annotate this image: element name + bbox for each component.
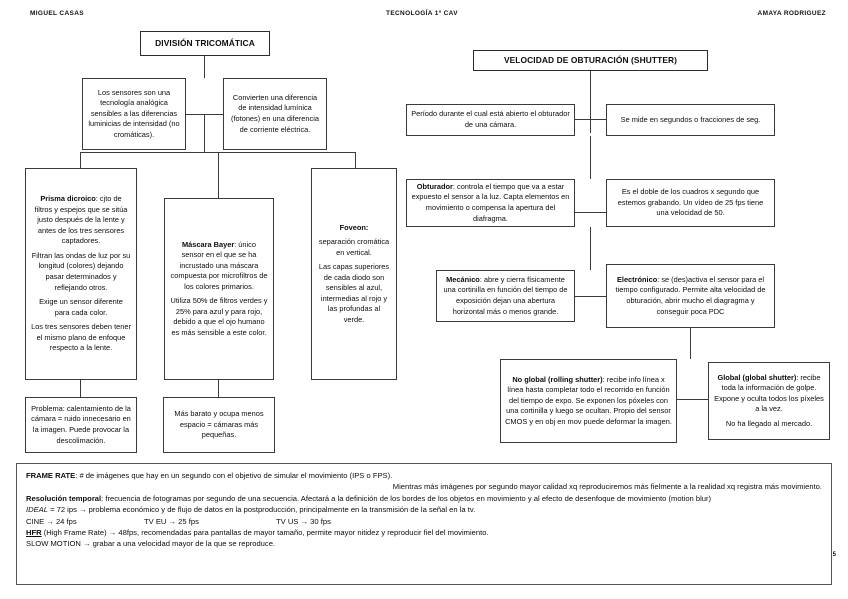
fr-line-4-text: = 72 ips → problema económico y de flujo… <box>47 505 476 515</box>
mecanico-label: Mecánico <box>446 274 480 284</box>
doble-cuadros-box: Es el doble de los cuadros x segundo que… <box>606 179 775 227</box>
connector-obturador-down <box>590 227 592 270</box>
bayer-text-1: : único sensor en el que se ha incrustad… <box>170 239 268 291</box>
left-intro-sensors-text: Los sensores son una tecnología analógic… <box>88 87 180 139</box>
fr-line-2: Mientras más imágenes por segundo mayor … <box>392 482 822 492</box>
connector-right-top-bridge <box>574 119 608 121</box>
foveon-para-3: Las capas superiores de cada diodo son s… <box>318 262 390 324</box>
mas-barato-box: Más barato y ocupa menos espacio = cámar… <box>163 397 275 453</box>
electronico-box: Electrónico: se (des)activa el sensor pa… <box>606 264 775 328</box>
se-mide-segundos-box: Se mide en segundos o fracciones de seg. <box>606 104 775 136</box>
left-intro-convert-box: Convierten una diferencia de intensidad … <box>223 78 327 150</box>
connector-left-branch-bayer <box>218 152 220 198</box>
fr-fps-row: CINE → 24 fps TV EU → 25 fps TV US → 30 … <box>26 516 822 527</box>
electronico-label: Electrónico <box>616 274 658 284</box>
foveon-para-2: separación cromática en vertical. <box>318 237 390 257</box>
fr-line-3-text: : frecuencia de fotogramas por segundo d… <box>101 493 712 503</box>
prisma-label: Prisma dicroico <box>40 194 96 204</box>
foveon-label: Foveon: <box>339 222 369 232</box>
doble-text: Es el doble de los cuadros x segundo que… <box>617 187 764 218</box>
foveon-box: Foveon: separación cromática en vertical… <box>311 168 397 380</box>
frame-rate-panel: FRAME RATE: # de imágenes que hay en un … <box>16 463 832 585</box>
prisma-para-3: Exige un sensor diferente para cada colo… <box>39 297 123 317</box>
resolucion-temporal-label: Resolución temporal <box>26 493 102 503</box>
connector-left-title-stem <box>204 56 206 78</box>
mecanico-box: Mecánico: abre y cierra físicamente una … <box>436 270 575 322</box>
header-right-name: AMAYA RODRIGUEZ <box>757 10 826 17</box>
connector-right-title-stem <box>590 71 592 133</box>
global-shutter-box: Global (global shutter): recibe toda la … <box>708 362 830 440</box>
global-para: Global (global shutter): recibe toda la … <box>713 373 825 415</box>
connector-mec-elec-bridge <box>574 296 608 298</box>
fr-line-1: FRAME RATE: # de imágenes que hay en un … <box>26 470 822 481</box>
obturador-label: Obturador <box>416 181 453 191</box>
global-label: Global (global shutter) <box>717 372 797 382</box>
connector-shutter-bridge <box>676 399 710 401</box>
prisma-dicroico-box: Prisma dicroico: cjto de filtros y espej… <box>25 168 137 380</box>
connector-obturador-doble <box>574 212 608 214</box>
fr-line-3: Resolución temporal: frecuencia de fotog… <box>26 493 822 504</box>
periodo-text: Período durante el cual está abierto el … <box>411 109 570 129</box>
global-para-2: No ha llegado al mercado. <box>725 418 813 428</box>
electronico-para: Electrónico: se (des)activa el sensor pa… <box>611 275 770 317</box>
global-text: : recibe toda la información de golpe. E… <box>714 372 824 414</box>
prisma-para-1: Prisma dicroico: cjto de filtros y espej… <box>31 194 131 247</box>
connector-left-spine <box>80 152 355 154</box>
hfr-label: HFR <box>26 527 42 537</box>
obturador-box: Obturador: controla el tiempo que va a e… <box>406 179 575 227</box>
segundos-text: Se mide en segundos o fracciones de seg. <box>620 114 761 124</box>
prisma-para-2: Filtran las ondas de luz por su longitud… <box>31 250 131 292</box>
right-tree-title: VELOCIDAD DE OBTURACIÓN (SHUTTER) <box>473 50 708 71</box>
left-intro-sensors-box: Los sensores son una tecnología analógic… <box>82 78 186 150</box>
no-global-text: : recibe info línea x línea hasta comple… <box>505 374 672 426</box>
connector-left-intro-down <box>204 114 206 153</box>
mecanico-text: : abre y cierra físicamente una cortinil… <box>443 274 568 316</box>
connector-electronico-down <box>690 328 692 359</box>
fr-hfr-text: (High Frame Rate) → 48fps, recomendadas … <box>41 527 489 537</box>
barato-text: Más barato y ocupa menos espacio = cámar… <box>174 409 264 440</box>
connector-bayer-barato <box>218 380 220 397</box>
fr-line-slow: SLOW MOTION → grabar a una velocidad may… <box>26 539 276 549</box>
fr-line-hfr: HFR (High Frame Rate) → 48fps, recomenda… <box>26 527 822 538</box>
mecanico-para: Mecánico: abre y cierra físicamente una … <box>441 275 570 317</box>
fps-tveu: TV EU → 25 fps <box>144 516 199 526</box>
fr-line-1-text: : # de imágenes que hay en un segundo co… <box>75 471 393 480</box>
left-tree-title: DIVISIÓN TRICOMÁTICA <box>140 31 270 56</box>
periodo-obturador-box: Período durante el cual está abierto el … <box>406 104 575 136</box>
fps-cine: CINE → 24 fps <box>26 516 77 526</box>
header-left-name: MIGUEL CASAS <box>30 10 84 17</box>
left-intro-convert-text: Convierten una diferencia de intensidad … <box>231 92 319 134</box>
bayer-para-1: Máscara Bayer: único sensor en el que se… <box>170 240 268 293</box>
no-global-para: No global (rolling shutter): recibe info… <box>505 375 672 428</box>
problema-text: Problema: calentamiento de la cámara = r… <box>31 403 131 445</box>
header-center-course: TECNOLOGÍA 1º CAV <box>386 10 458 17</box>
electronico-text: : se (des)activa el sensor para el tiemp… <box>615 274 766 316</box>
obturador-text: : controla el tiempo que va a estar expu… <box>411 181 570 223</box>
obturador-para: Obturador: controla el tiempo que va a e… <box>411 182 570 224</box>
connector-left-branch-prisma <box>80 152 82 168</box>
bayer-para-2: Utiliza 50% de filtros verdes y 25% para… <box>170 296 268 337</box>
page-number: 5 <box>832 552 836 558</box>
no-global-rolling-shutter-box: No global (rolling shutter): recibe info… <box>500 359 677 443</box>
no-global-label: No global (rolling shutter) <box>512 374 603 384</box>
frame-rate-label: FRAME RATE <box>26 471 76 480</box>
bayer-label: Máscara Bayer <box>182 239 235 249</box>
connector-prisma-problema <box>80 380 82 397</box>
connector-right-to-obturador <box>590 136 592 179</box>
mascara-bayer-box: Máscara Bayer: único sensor en el que se… <box>164 198 274 380</box>
connector-left-branch-foveon <box>355 152 357 168</box>
prisma-text-1: : cjto de filtros y espejos que se sitúa… <box>34 194 128 246</box>
prisma-para-4: Los tres sensores deben tener el mismo p… <box>31 322 131 353</box>
fps-tvus: TV US → 30 fps <box>276 516 331 526</box>
ideal-label: IDEAL <box>26 505 48 515</box>
problema-calentamiento-box: Problema: calentamiento de la cámara = r… <box>25 397 137 453</box>
fr-line-4: IDEAL = 72 ips → problema económico y de… <box>26 504 822 515</box>
